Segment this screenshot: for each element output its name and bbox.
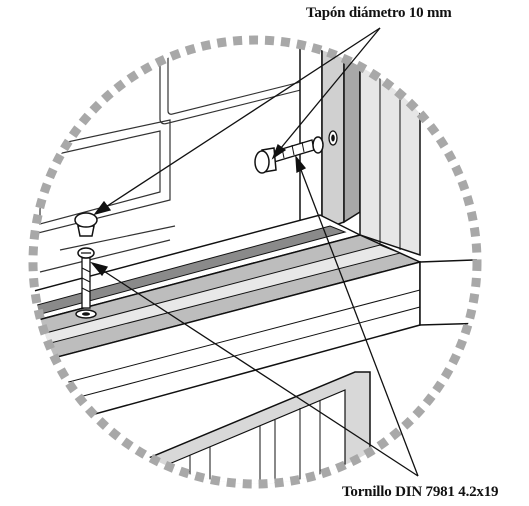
screw-label: Tornillo DIN 7981 4.2x19 (342, 484, 499, 500)
detail-circle-border (28, 35, 482, 489)
cap-label: Tapón diámetro 10 mm (306, 5, 452, 21)
jamb-cap (254, 147, 277, 174)
screw-leaders (90, 155, 419, 477)
cap-leaders (93, 27, 381, 216)
sill-cap (74, 212, 98, 237)
sill-screw (75, 247, 97, 319)
horizontal-sill (33, 214, 477, 441)
